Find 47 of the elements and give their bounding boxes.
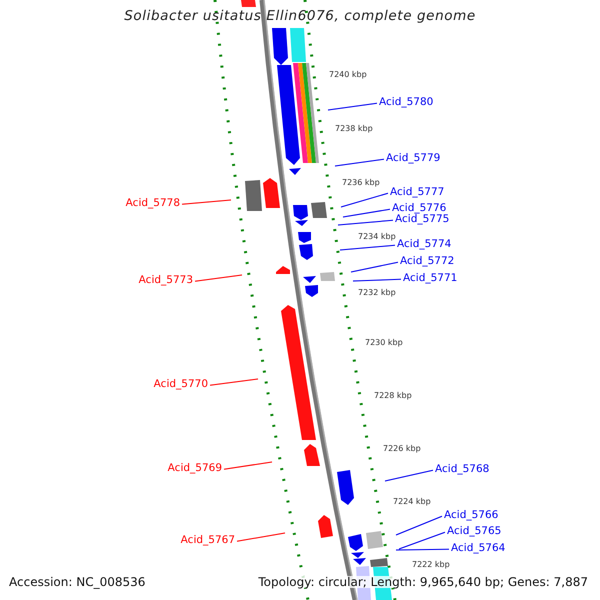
gene-label: Acid_5767	[180, 535, 235, 546]
leader-line	[340, 244, 396, 250]
gene-label: Acid_5764	[451, 543, 506, 554]
leader-line	[398, 532, 446, 550]
leader-line	[342, 208, 390, 218]
leader-line	[340, 192, 388, 208]
gene-label: Acid_5779	[386, 153, 440, 164]
scale-label: 7234 kbp	[358, 233, 396, 241]
gene-label: Acid_5773	[138, 275, 193, 286]
leader-line	[210, 378, 258, 386]
gene-label: Acid_5778	[126, 198, 180, 208]
leader-line	[350, 262, 398, 272]
gene-label: Acid_5768	[435, 464, 490, 474]
leader-line	[352, 278, 402, 282]
genome-info-text: Topology: circular; Length: 9,965,640 bp; Genes: 7,887	[258, 576, 588, 588]
accession-text: Accession: NC_008536	[9, 576, 146, 588]
scale-label: 7238 kbp	[335, 125, 373, 133]
gene-label: Acid_5780	[379, 97, 434, 108]
leader-line	[182, 200, 232, 205]
scale-label: 7236 kbp	[342, 179, 380, 187]
gene-label: Acid_5771	[403, 273, 458, 284]
leader-line	[396, 516, 442, 536]
gene-label: Acid_5775	[395, 214, 450, 224]
scale-label: 7224 kbp	[393, 498, 431, 506]
leader-line	[194, 274, 242, 282]
title: Solibacter usitatus Ellin6076, complete genome	[123, 10, 477, 24]
scale-label: 7226 kbp	[383, 445, 421, 453]
gene-label: Acid_5765	[447, 526, 502, 536]
scale-label: 7230 kbp	[365, 339, 403, 347]
leader-line	[338, 220, 394, 226]
gene-label: Acid_5769	[168, 463, 222, 474]
gene-label: Acid_5766	[444, 510, 498, 520]
leader-line	[384, 470, 434, 482]
gene-label: Acid_5776	[392, 203, 446, 214]
leader-line	[328, 102, 378, 110]
leader-line	[224, 462, 272, 470]
leader-line	[396, 548, 450, 550]
leader-line	[334, 158, 384, 166]
scale-label: 7232 kbp	[358, 289, 396, 297]
gene-label: Acid_5770	[154, 379, 208, 390]
scale-label: 7240 kbp	[329, 71, 367, 79]
scale-label: 7222 kbp	[412, 561, 450, 569]
gene-label: Acid_5772	[400, 256, 454, 266]
leader-line	[236, 532, 286, 542]
gene-label: Acid_5774	[397, 239, 452, 250]
scale-label: 7228 kbp	[374, 392, 412, 400]
gene-label: Acid_5777	[390, 187, 444, 198]
